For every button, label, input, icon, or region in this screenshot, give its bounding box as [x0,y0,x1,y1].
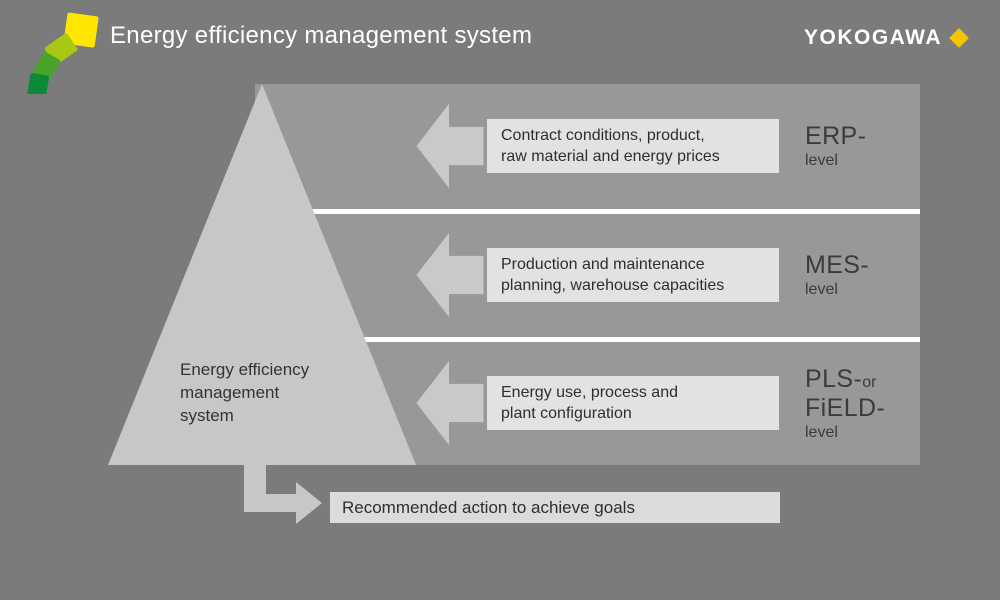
level-sublabel: level [805,423,838,441]
level-box-line: raw material and energy prices [501,148,720,165]
left-arrow-icon [416,103,484,189]
level-sublabel: level [805,152,838,169]
level-name: PLS- [805,364,863,393]
gauge-segment-green [32,51,61,82]
level-box-line: Production and maintenance [501,256,705,273]
action-arrow-icon [244,464,322,524]
level-label-mes: MES- level [805,214,869,337]
band-separator [255,209,920,214]
level-name: ERP- [805,122,867,150]
eco-gauge-icon [27,12,99,94]
left-arrow-icon [416,360,484,446]
level-box-erp: Contract conditions, product, raw materi… [487,119,779,173]
level-sublabel: level [805,281,838,298]
pyramid-label-line: management [180,383,280,402]
gauge-segment-yellow [63,12,99,48]
level-box-line: plant configuration [501,405,632,422]
level-box-line: planning, warehouse capacities [501,277,725,294]
brand-wordmark: YOKOGAWA [803,26,942,49]
pyramid-label-line: Energy efficiency [180,360,310,379]
left-arrow-icon [416,232,484,318]
level-band-mes: Production and maintenance planning, war… [255,214,920,337]
level-name: MES- [805,251,870,279]
level-name-suffix: or [862,373,877,391]
level-box-line: Contract conditions, product, [501,127,705,144]
level-box-mes: Production and maintenance planning, war… [487,248,779,302]
pyramid-label-line: system [180,406,234,425]
page-title: Energy efficiency management system [110,22,533,49]
level-box-pls-field: Energy use, process and plant configurat… [487,376,779,430]
gauge-segment-darkgreen [27,72,50,94]
level-label-pls-field: PLS-or FiELD- level [805,342,885,465]
action-label: Recommended action to achieve goals [342,497,635,517]
level-band-erp: Contract conditions, product, raw materi… [255,84,920,209]
brand-diamond-icon [949,28,969,48]
level-box-line: Energy use, process and [501,384,678,401]
action-box: Recommended action to achieve goals [330,492,780,523]
pyramid-label: Energy efficiency management system [180,358,309,427]
band-separator [255,337,920,342]
brand-logo: YOKOGAWA [803,26,969,50]
level-name-secondary: FiELD- [805,393,886,422]
level-label-erp: ERP- level [805,84,866,209]
